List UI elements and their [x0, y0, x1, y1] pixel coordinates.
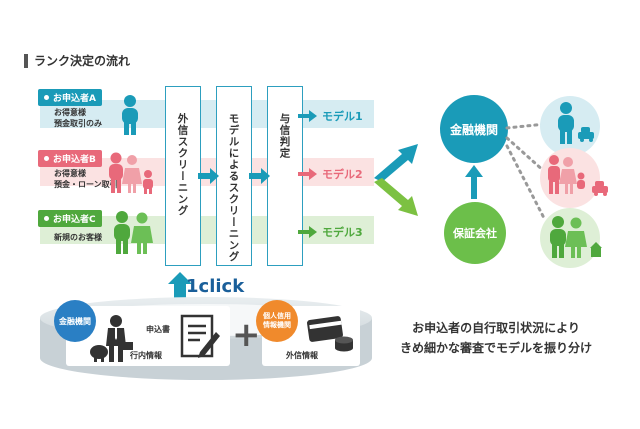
applicant-a-tag: お申込者A: [38, 89, 102, 106]
applicant-b-tag: お申込者B: [38, 150, 102, 167]
bank-customer-connectors: [505, 122, 547, 222]
customer-c-circle: [540, 208, 602, 268]
summary-message: お申込者の自行取引状況により きめ細かな審査でモデルを振り分け: [399, 321, 592, 355]
bank-badge: 金融機関: [54, 300, 96, 342]
one-click-label: 1click: [186, 276, 245, 297]
family-b-icon: [109, 152, 153, 194]
step-external-screening: 外信スクリーニング: [165, 86, 201, 266]
internal-info-label: 行内情報: [130, 351, 162, 360]
guarantor-circle: 保証会社: [444, 202, 506, 264]
person-with-car-icon: [558, 102, 594, 144]
applicant-b-desc: お得意様預金・ローン取引: [54, 169, 118, 189]
couple-c-icon: [114, 211, 153, 254]
applicant-c-tag: お申込者C: [38, 210, 102, 227]
one-click-arrow: [168, 272, 192, 302]
businessman-piggy-icon: [90, 315, 133, 362]
couple-with-house-icon: [550, 216, 602, 258]
arrow-right-icon: [298, 110, 317, 122]
arrow-step1-to-step2: [198, 168, 219, 184]
family-with-car-icon: [548, 155, 608, 196]
applicant-c-desc: 新規のお客様: [54, 233, 102, 242]
application-form-label: 申込書: [146, 325, 170, 334]
model-2-label: モデル2: [298, 166, 363, 182]
arrow-right-icon: [298, 226, 317, 238]
title-bar: [24, 53, 28, 68]
model-3-label: モデル3: [298, 224, 363, 240]
plus-icon: +: [232, 315, 261, 355]
model-1-label: モデル1: [298, 108, 363, 124]
external-info-label: 外信情報: [286, 351, 318, 360]
fork-arrows: [374, 144, 418, 216]
section-title: ランク決定の流れ: [24, 52, 130, 69]
bank-circle: 金融機関: [440, 95, 508, 163]
customer-a-circle: [540, 96, 600, 156]
person-a-icon: [122, 95, 138, 135]
guarantor-to-bank-arrow: [465, 165, 483, 199]
arrow-right-icon: [298, 168, 317, 180]
arrow-step2-to-step3: [249, 168, 270, 184]
applicant-a-desc: お得意様預金取引のみ: [54, 108, 102, 128]
card-coins-icon: [307, 316, 353, 352]
customer-b-circle: [540, 148, 608, 208]
section-title-text: ランク決定の流れ: [34, 54, 131, 68]
step-model-screening: モデルによるスクリーニング: [216, 86, 252, 266]
document-pen-icon: [180, 314, 220, 358]
credit-bureau-badge: 個人信用情報機関: [256, 300, 298, 342]
